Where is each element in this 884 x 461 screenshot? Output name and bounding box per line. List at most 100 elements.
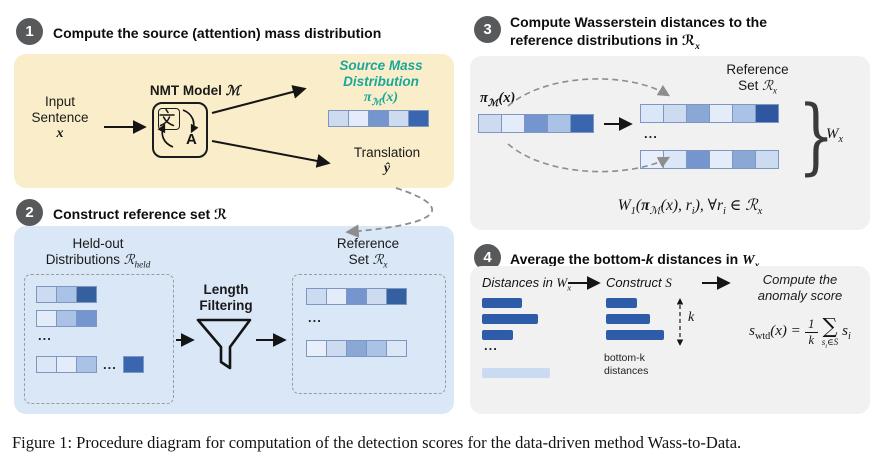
distribution-cell (36, 356, 57, 373)
step3-title: Compute Wasserstein distances to the ref… (510, 13, 870, 53)
step2-title-symbol: ℛ (214, 206, 228, 222)
letter-a-glyph: A (186, 131, 197, 148)
distribution-cell (326, 288, 347, 305)
si-sub: i (848, 331, 851, 343)
construct-bars (606, 298, 664, 340)
step4-title: Average the bottom-k distances in Wx (510, 250, 759, 272)
step3-title-symbol: ℛ (681, 32, 696, 49)
source-mass-label: Source Mass Distribution πℳ(x) (312, 58, 450, 110)
distance-bar (482, 298, 522, 308)
distribution-cell (76, 310, 97, 327)
distribution-cell (408, 110, 429, 127)
distance-bar (482, 330, 513, 340)
distribution-cell (326, 340, 347, 357)
step2-badge: 2 (16, 199, 43, 226)
pi-subscript: ℳ (487, 97, 499, 109)
distribution-cell (348, 110, 369, 127)
distribution-cell (663, 104, 687, 123)
filter-line2: Filtering (199, 298, 253, 314)
distribution-cell (122, 356, 144, 373)
distribution-cell (640, 150, 664, 169)
step3-title-line1: Compute Wasserstein distances to the (510, 14, 767, 30)
distance-bars (482, 298, 538, 340)
distribution-cell (56, 286, 77, 303)
sigma-sub-s: s (821, 337, 826, 347)
wen-character-box (158, 108, 180, 130)
si-s: s (842, 323, 849, 340)
distribution-cell (709, 150, 733, 169)
formula-r-sub: x (757, 206, 763, 218)
translation-symbol-yhat: ŷ (383, 161, 391, 177)
wx-brace: } (797, 89, 835, 184)
step1-title: Compute the source (attention) mass dist… (53, 25, 382, 41)
distances-label-text: Distances in (482, 275, 557, 290)
distances-w: W (556, 275, 568, 290)
distribution-cell (368, 110, 389, 127)
wasserstein-formula: W1(πℳ(x), ri), ∀ri ∈ ℛx (540, 196, 840, 217)
figure-caption: Figure 1: Procedure diagram for computat… (12, 433, 742, 452)
distribution-cell (386, 340, 407, 357)
step3-title-subscript: x (695, 41, 700, 52)
distribution-cell (366, 288, 387, 305)
distance-bar (606, 298, 637, 308)
formula-r: ℛ (745, 197, 758, 214)
source-mass-line2: Distribution (343, 74, 419, 90)
distribution-cell (56, 356, 77, 373)
step3-reference-set-label: Reference Set ℛx (695, 62, 820, 97)
step3-reference-line1: Reference (726, 62, 789, 77)
distribution-cell (388, 110, 409, 127)
reference-line2: Set ℛx (290, 252, 446, 271)
sigma-symbol: ∑ (822, 314, 838, 338)
pi-symbol: π (363, 90, 372, 106)
sigma-sub-set: S (833, 337, 839, 347)
sigma-subscript: si∈S (822, 338, 838, 350)
distribution-cell (732, 104, 756, 123)
formula-close: ), ∀r (694, 197, 724, 214)
distribution-cell (36, 286, 57, 303)
sigma-sub-in: ∈ (827, 337, 834, 347)
fraction-numerator: 1 (808, 317, 815, 332)
distance-bar (482, 314, 538, 324)
distribution-cell (56, 310, 77, 327)
distribution-cell (306, 340, 327, 357)
pi-subscript: ℳ (371, 98, 382, 109)
heldout-symbol: ℛ (123, 252, 135, 268)
distribution-cell (386, 288, 407, 305)
step4-title-w: W (742, 253, 755, 268)
filter-line1: Length (203, 282, 249, 297)
fraction-line (804, 332, 818, 334)
heldout-subscript: held (134, 259, 151, 270)
reference-line2-text: Set (348, 252, 373, 268)
step4-title-a: Average the bottom- (510, 251, 646, 267)
distribution-cell (686, 150, 710, 169)
nmt-model-symbol: ℳ (225, 83, 241, 98)
source-distribution-cells (328, 110, 429, 127)
step3-reference-line2-text: Set (738, 78, 763, 94)
si-term: si (842, 323, 851, 342)
step2-title: Construct reference set ℛ (53, 205, 227, 223)
step4-panel (470, 266, 870, 414)
step2-number: 2 (25, 204, 34, 221)
distribution-cell (76, 286, 97, 303)
reference-row1 (306, 288, 407, 305)
formula-mid-sub: i (691, 206, 695, 218)
pi-distribution-label: πℳ(x) (480, 90, 515, 109)
heldout-row1 (36, 286, 97, 303)
construct-s-label: Construct S (606, 275, 672, 291)
input-sentence-label: Input Sentence x (18, 94, 102, 143)
input-symbol-x: x (56, 126, 64, 142)
wx-symbol: W (826, 126, 839, 142)
formula-pi: π (641, 197, 650, 214)
construct-text: Construct (606, 275, 666, 290)
pi-symbol: π (480, 90, 488, 106)
step3-title-line2-text: reference distributions in (510, 32, 682, 49)
distribution-cell (76, 356, 97, 373)
distribution-cell (663, 150, 687, 169)
score-s: s (749, 323, 755, 340)
nmt-model-label: NMT Model ℳ (140, 83, 250, 99)
formula-open: ( (635, 197, 642, 214)
distribution-cell (755, 104, 779, 123)
score-arg: (x) = (770, 323, 801, 340)
source-mass-formula: πℳ(x) (312, 90, 450, 109)
